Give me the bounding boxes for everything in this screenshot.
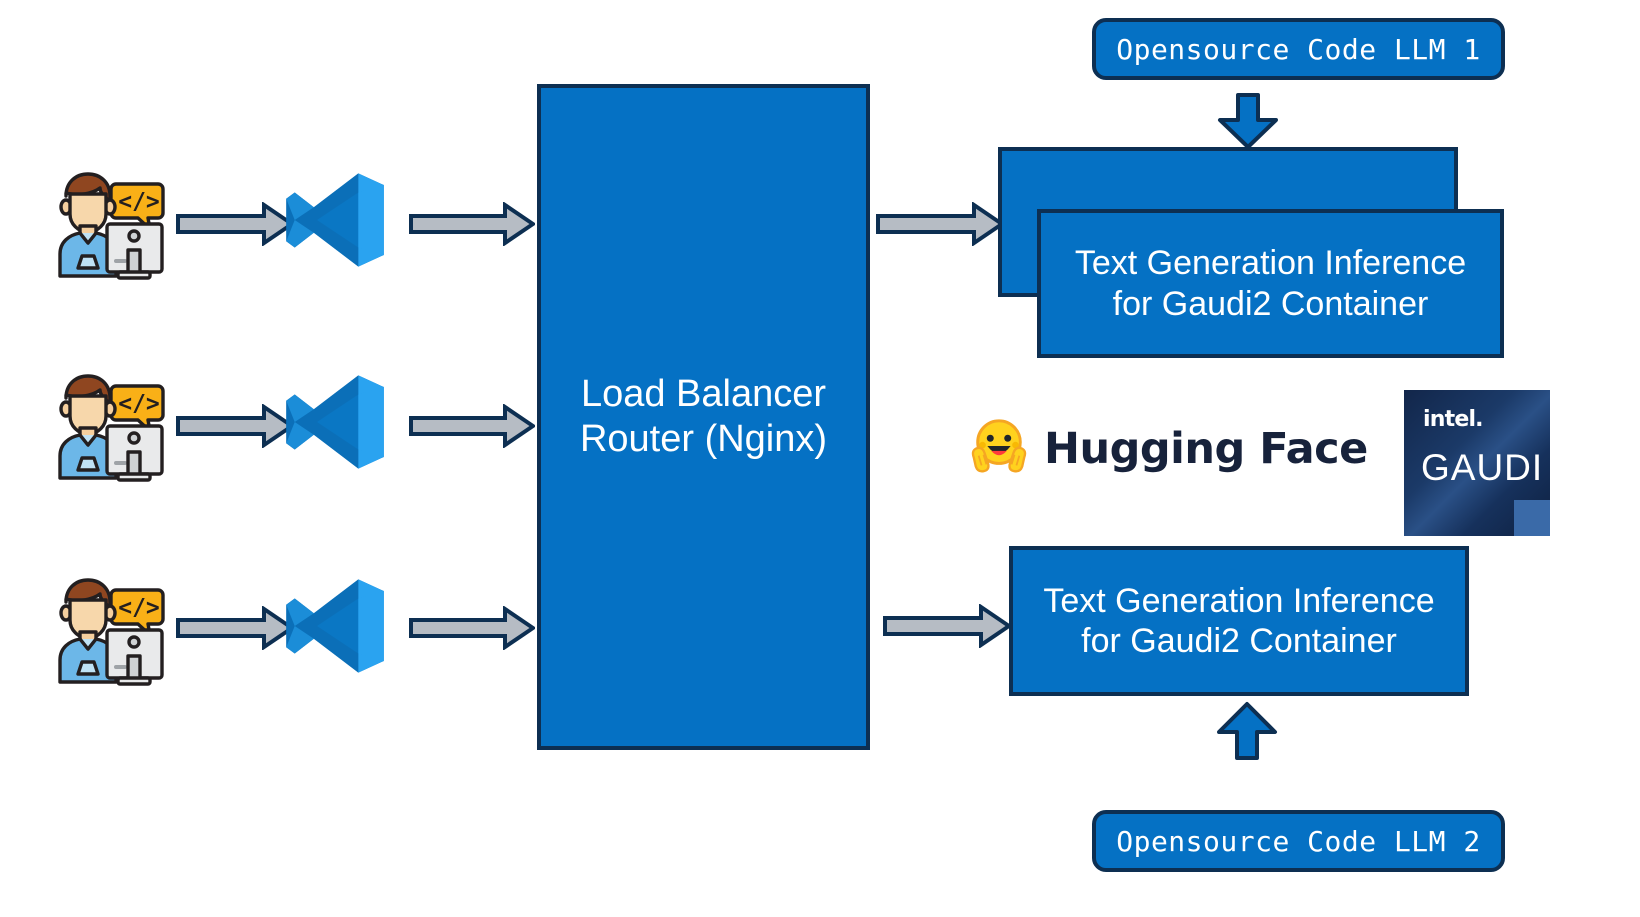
arrow-editor1-to-router: [409, 202, 535, 246]
developer-avatar-1: </>: [44, 160, 166, 280]
gaudi-wordmark: GAUDI: [1421, 447, 1544, 488]
opensource-code-llm-1-box[interactable]: Opensource Code LLM 1: [1092, 18, 1505, 80]
opensource-code-llm-1-label: Opensource Code LLM 1: [1116, 32, 1481, 66]
arrow-editor2-to-router: [409, 404, 535, 448]
opensource-code-llm-2-box[interactable]: Opensource Code LLM 2: [1092, 810, 1505, 872]
arrow-dev3-to-editor3: [176, 606, 294, 650]
arrow-router-to-tgi-top: [876, 202, 1004, 246]
intel-gaudi-badge: intel. GAUDI: [1404, 390, 1550, 536]
vs-code-icon-3: [282, 573, 388, 679]
gaudi-corner-accent: [1514, 500, 1550, 536]
developer-avatar-3: </>: [44, 566, 166, 686]
intel-wordmark: intel.: [1423, 407, 1484, 432]
arrow-llm1-to-tgi-top: [1216, 92, 1280, 150]
svg-text:</>: </>: [118, 595, 160, 621]
arrow-llm2-to-tgi-bottom: [1215, 700, 1279, 762]
tgi-container-bottom-box[interactable]: Text Generation Inference for Gaudi2 Con…: [1009, 546, 1469, 696]
developer-avatar-2: </>: [44, 362, 166, 482]
load-balancer-line-2: Router (Nginx): [579, 418, 828, 460]
vs-code-icon-2: [282, 369, 388, 475]
load-balancer-line-1: Load Balancer: [580, 373, 827, 416]
hugging-face-wordmark: Hugging Face: [1044, 423, 1368, 474]
tgi-container-top-label: Text Generation Inference for Gaudi2 Con…: [1074, 244, 1467, 323]
arrow-router-to-tgi-bottom: [883, 604, 1011, 648]
load-balancer-router-box[interactable]: Load Balancer Router (Nginx): [537, 84, 870, 750]
arrow-dev1-to-editor1: [176, 202, 294, 246]
tgi-container-top-box[interactable]: Text Generation Inference for Gaudi2 Con…: [1037, 209, 1504, 358]
arrow-dev2-to-editor2: [176, 404, 294, 448]
hugging-face-emoji-icon: [968, 415, 1030, 482]
opensource-code-llm-2-label: Opensource Code LLM 2: [1116, 824, 1481, 858]
vs-code-icon-1: [282, 167, 388, 273]
svg-text:</>: </>: [118, 189, 160, 215]
svg-text:</>: </>: [118, 391, 160, 417]
tgi-container-bottom-label: Text Generation Inference for Gaudi2 Con…: [1043, 581, 1435, 660]
arrow-editor3-to-router: [409, 606, 535, 650]
hugging-face-logo: Hugging Face: [968, 415, 1368, 482]
